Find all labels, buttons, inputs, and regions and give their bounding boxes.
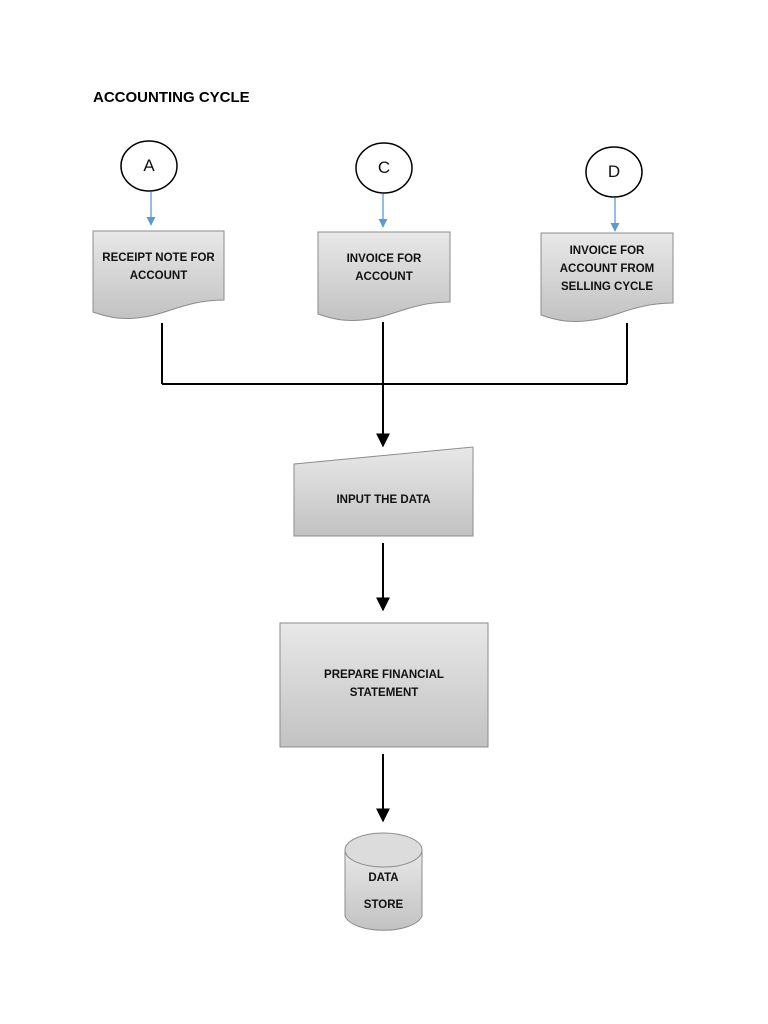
- data-store-top: [344, 832, 423, 868]
- connector-a-label: A: [143, 156, 155, 175]
- document-invoice-selling-shape: [540, 232, 674, 323]
- data-store-body: [344, 850, 423, 931]
- connector-a-circle: [120, 140, 178, 192]
- input-step-label: INPUT THE DATA: [294, 486, 473, 516]
- document-invoice-selling-line-2: ACCOUNT FROM: [559, 263, 655, 276]
- document-receipt-line-1: RECEIPT NOTE FOR: [102, 252, 215, 265]
- process-step-label: PREPARE FINANCIAL STATEMENT: [280, 655, 488, 715]
- document-invoice-selling-line-1: INVOICE FOR: [569, 245, 645, 258]
- document-invoice-label: INVOICE FOR ACCOUNT: [318, 241, 450, 297]
- process-step-line-2: STATEMENT: [349, 687, 419, 699]
- document-invoice-shape: [317, 231, 451, 322]
- data-store-label-line-1: DATA: [368, 872, 399, 885]
- document-invoice-line-1: INVOICE FOR: [346, 253, 422, 266]
- document-receipt-shape: [92, 230, 225, 320]
- connector-d-label: D: [607, 162, 621, 181]
- connector-c-circle: [355, 142, 413, 194]
- page-title: ACCOUNTING CYCLE: [93, 89, 250, 106]
- process-step-shape: [279, 622, 489, 748]
- connector-d-circle: [585, 146, 643, 198]
- connector-c-label: C: [377, 158, 391, 177]
- process-step-line-1: PREPARE FINANCIAL: [324, 669, 444, 682]
- document-invoice-line-2: ACCOUNT: [355, 271, 413, 283]
- document-invoice-selling-line-3: SELLING CYCLE: [560, 280, 653, 293]
- document-receipt-line-2: ACCOUNT: [129, 270, 188, 282]
- document-invoice-selling-label: INVOICE FOR ACCOUNT FROM SELLING CYCLE: [541, 239, 673, 301]
- input-step-shape: [293, 446, 474, 537]
- input-step-text: INPUT THE DATA: [336, 494, 431, 507]
- document-receipt-label: RECEIPT NOTE FOR ACCOUNT: [93, 240, 224, 296]
- data-store-label-line-2: STORE: [363, 899, 404, 912]
